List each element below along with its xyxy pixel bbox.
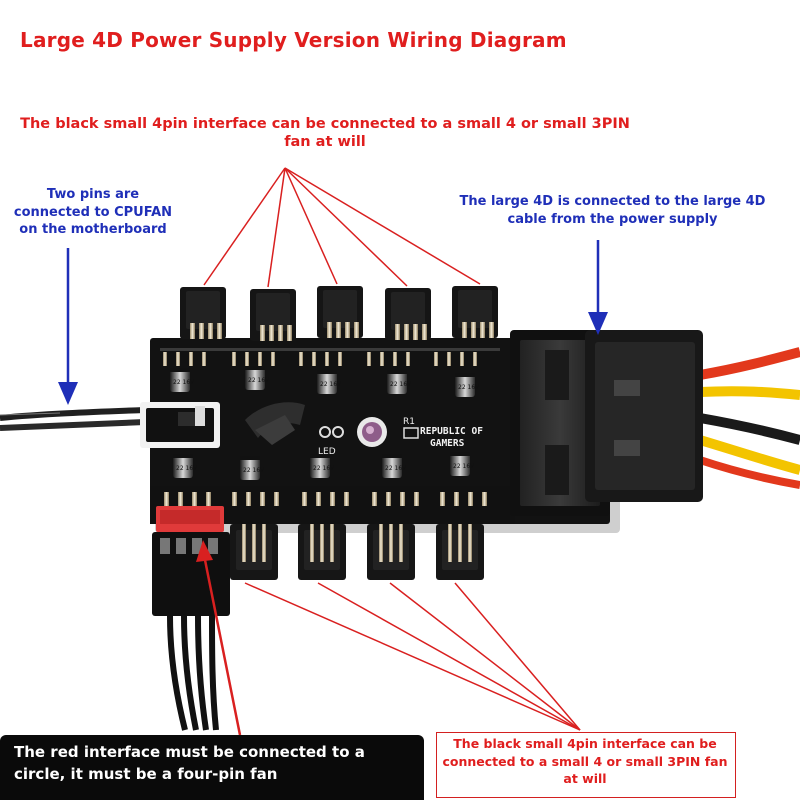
silk-republic-of: REPUBLIC OF <box>420 426 483 437</box>
top-fan-headers <box>180 286 498 341</box>
warning-banner <box>0 735 424 800</box>
left-annotation: Two pins are connected to CPUFAN on the … <box>13 187 173 238</box>
arrow-down-icon <box>58 382 78 405</box>
capacitor-label: 22 16V <box>453 463 475 470</box>
capacitor-label: 22 16V <box>385 465 407 472</box>
bottom-leader-lines <box>244 582 581 731</box>
capacitors-bottom: 22 16V 22 16V 22 16V 22 16V 22 16V <box>173 452 475 480</box>
warning-banner-text: The red interface must be connected to a… <box>14 743 365 783</box>
arrow-up-icon <box>196 540 213 562</box>
right-annotation: The large 4D is connected to the large 4… <box>459 194 766 227</box>
top-leader-lines <box>203 167 481 288</box>
top-pin-rows <box>160 348 500 366</box>
capacitor-label: 22 16V <box>458 384 480 391</box>
silk-gamers: GAMERS <box>430 438 465 449</box>
rog-logo: LED <box>245 402 344 457</box>
plugged-fan-connector <box>152 532 230 731</box>
cpu-fan-cable <box>0 407 146 431</box>
diagram-title: Large 4D Power Supply Version Wiring Dia… <box>20 28 567 52</box>
silkscreen: R1 REPUBLIC OF GAMERS <box>403 417 483 449</box>
psu-wires <box>698 347 800 489</box>
bottom-fan-headers <box>230 524 484 580</box>
capacitor-label: 22 16V <box>313 465 335 472</box>
red-4pin-header <box>156 506 224 532</box>
molex-connector <box>510 330 703 516</box>
capacitor-label: 22 16V <box>176 465 198 472</box>
capacitor-label: 22 16V <box>243 467 265 474</box>
red-header-arrow <box>196 540 242 736</box>
capacitor-label: 22 16V <box>173 379 195 386</box>
bottom-annotation-box <box>436 732 736 798</box>
bottom-annotation-text: The black small 4pin interface can be co… <box>442 736 728 786</box>
silk-ref-r1: R1 <box>403 417 415 427</box>
capacitors-top: 22 16V 22 16V 22 16V 22 16V 22 16V <box>170 366 480 397</box>
capacitor-label: 22 16V <box>248 377 270 384</box>
capacitor-label: 22 16V <box>320 381 342 388</box>
cpu-fan-header <box>140 402 220 448</box>
blue-arrows <box>58 240 608 405</box>
capacitor-label: 22 16V <box>390 381 412 388</box>
rgb-led <box>357 417 387 447</box>
arrow-down-icon <box>588 312 608 335</box>
top-annotation: The black small 4pin interface can be co… <box>20 116 630 151</box>
led-label: LED <box>318 447 336 457</box>
